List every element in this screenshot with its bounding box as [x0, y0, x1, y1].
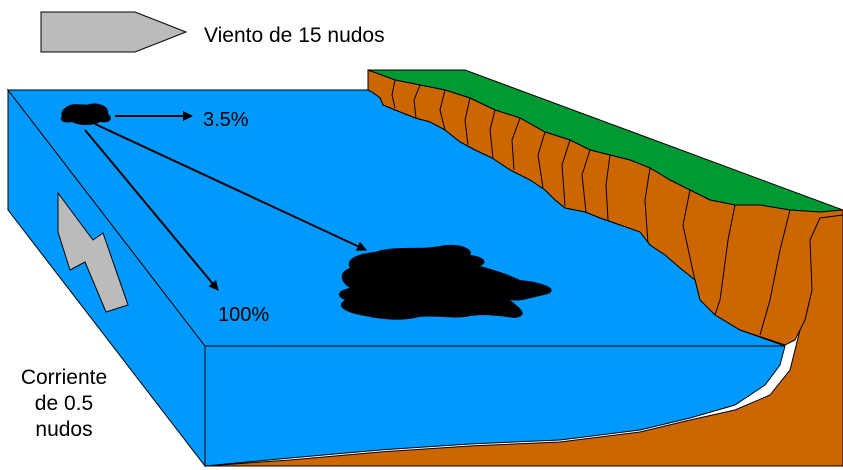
- wind-arrow-icon: [40, 11, 188, 53]
- arrow-current-drift: [84, 129, 219, 291]
- oil-slick-origin: [60, 103, 111, 125]
- wind-label: Viento de 15 nudos: [204, 24, 385, 47]
- wind-drift-percent-label: 3.5%: [203, 109, 249, 131]
- current-label-line-3: nudos: [35, 418, 93, 441]
- arrow-resultant-drift: [94, 123, 367, 251]
- water-surface: [6, 89, 786, 347]
- current-label-line-2: de 0.5: [34, 392, 94, 415]
- current-label-line-1: Corriente: [20, 366, 108, 389]
- current-drift-percent-label: 100%: [218, 304, 270, 326]
- current-arrow-icon: [57, 191, 129, 313]
- oil-slick-drift: [338, 244, 552, 320]
- current-label: Corriente de 0.5 nudos: [8, 365, 120, 443]
- water-front-face: [204, 345, 786, 467]
- cliff-ridges: [391, 79, 791, 336]
